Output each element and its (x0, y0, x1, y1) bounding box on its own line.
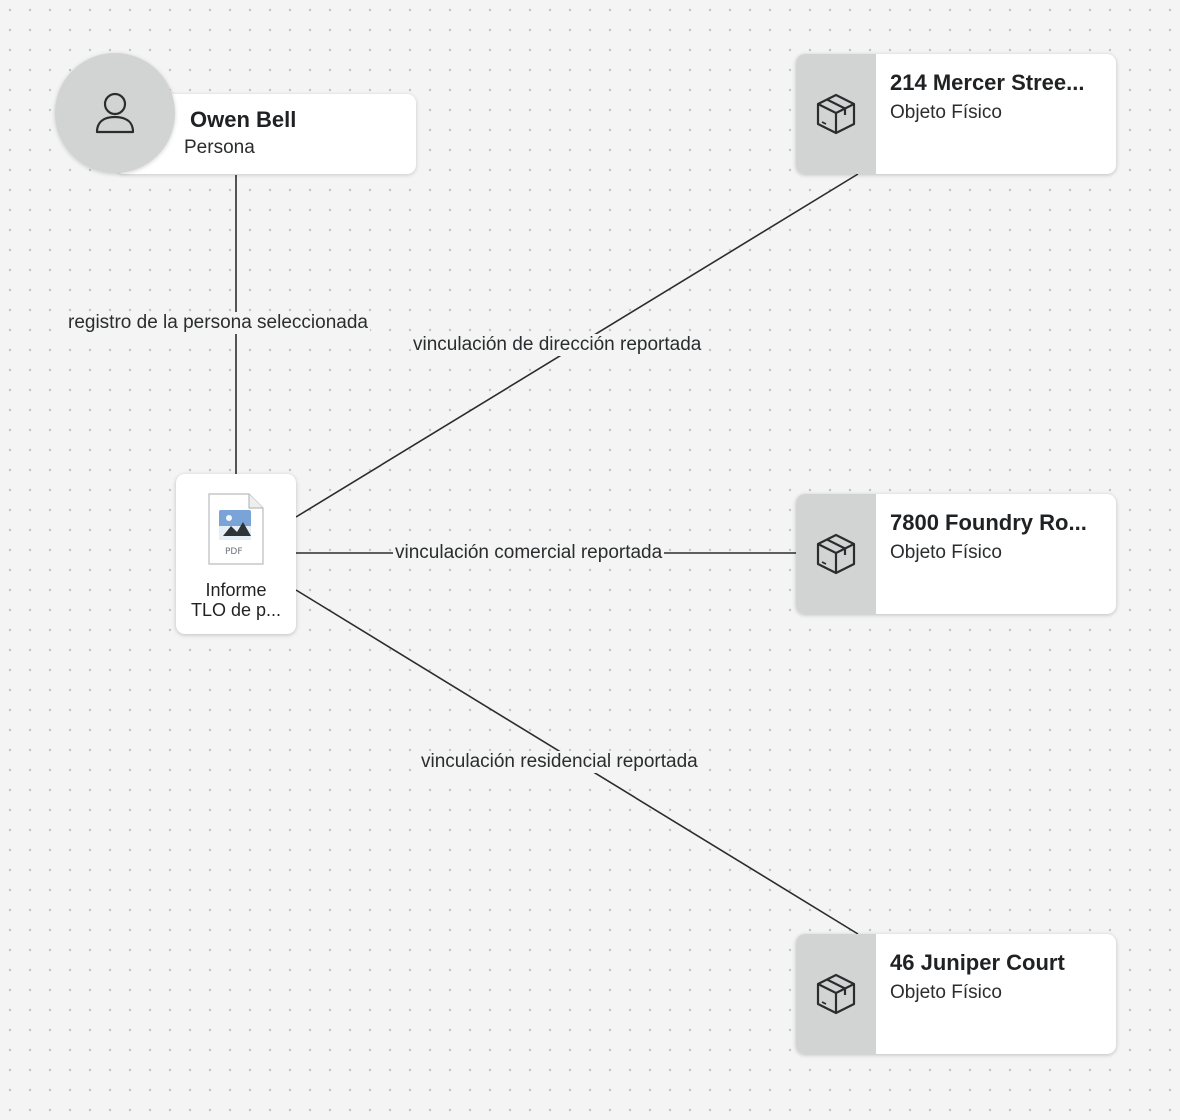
pdf-badge: PDF (225, 547, 243, 557)
package-icon (816, 93, 856, 135)
object-icon-box (796, 494, 876, 614)
edge-label-document-object-2: vinculación comercial reportada (393, 542, 665, 564)
document-node[interactable]: PDF Informe TLO de p... (176, 474, 296, 634)
person-name: Owen Bell (190, 107, 297, 132)
document-name-line-1: Informe (205, 580, 267, 600)
object-title: 7800 Foundry Ro... (890, 510, 1087, 535)
edge-label-document-object-1: vinculación de dirección reportada (411, 334, 704, 356)
object-node-1[interactable]: 214 Mercer Stree... Objeto Físico (796, 54, 1116, 174)
object-title: 46 Juniper Court (890, 950, 1065, 975)
object-title: 214 Mercer Stree... (890, 70, 1085, 95)
object-node-3[interactable]: 46 Juniper Court Objeto Físico (796, 934, 1116, 1054)
object-node-2[interactable]: 7800 Foundry Ro... Objeto Físico (796, 494, 1116, 614)
object-icon-box (796, 54, 876, 174)
package-icon (816, 973, 856, 1015)
edge-label-document-object-3: vinculación residencial reportada (419, 751, 700, 773)
edge-label-person-document: registro de la persona seleccionada (66, 312, 370, 334)
document-name-line-2: TLO de p... (190, 600, 282, 620)
object-type: Objeto Físico (890, 982, 1002, 1003)
person-node[interactable]: Owen Bell Persona (55, 53, 417, 175)
person-icon (95, 92, 135, 134)
person-type: Persona (184, 137, 255, 158)
pdf-file-icon: PDF (208, 493, 264, 565)
object-type: Objeto Físico (890, 542, 1002, 563)
document-name: Informe TLO de p... (180, 580, 292, 620)
object-icon-box (796, 934, 876, 1054)
package-icon (816, 533, 856, 575)
person-avatar[interactable] (55, 53, 175, 173)
object-type: Objeto Físico (890, 102, 1002, 123)
